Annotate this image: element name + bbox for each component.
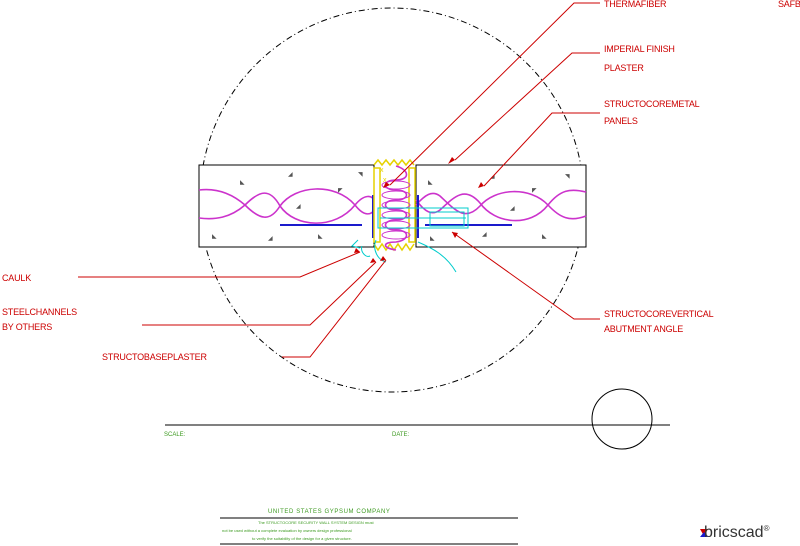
svg-text:x: x xyxy=(380,167,384,174)
svg-text:x: x xyxy=(383,177,387,184)
svg-text:◣: ◣ xyxy=(542,234,547,240)
logo-text: bricscad xyxy=(704,524,764,541)
note-line-2: not be used without a complete evaluatio… xyxy=(222,528,352,533)
label-safb: SAFB xyxy=(778,0,800,9)
svg-text:◥: ◥ xyxy=(358,172,363,178)
svg-text:◣: ◣ xyxy=(240,180,245,186)
label-imperial-finish: IMPERIAL FINISH xyxy=(604,44,675,54)
left-wall-panel: ◣ ◢ ◤ ◣ ◢ ◣ ◥ ◢ xyxy=(198,164,375,248)
label-thermafiber: THERMAFIBER xyxy=(604,0,667,9)
right-core-insulation xyxy=(415,189,587,222)
svg-text:◥: ◥ xyxy=(565,174,570,180)
leader-lines xyxy=(78,2,600,358)
label-structobase-plaster: STRUCTOBASEPLASTER xyxy=(102,352,207,362)
note-line-1: The STRUCTOCORE SECURITY WALL SYSTEM DES… xyxy=(258,520,374,525)
bricscad-logo-mark xyxy=(700,529,708,537)
label-structocore-vertical: STRUCTOCOREVERTICAL xyxy=(604,309,714,319)
label-by-others: BY OTHERS xyxy=(2,322,53,332)
date-label: DATE: xyxy=(392,432,410,438)
sheet-reference-circle xyxy=(591,388,653,450)
label-structocore-metal: STRUCTOCOREMETAL xyxy=(604,99,700,109)
svg-text:◢: ◢ xyxy=(296,204,301,210)
svg-text:◣: ◣ xyxy=(318,234,323,240)
company-name: UNITED STATES GYPSUM COMPANY xyxy=(268,509,391,515)
note-line-3: to verify the suitability of the design … xyxy=(252,536,352,541)
svg-text:◤: ◤ xyxy=(338,188,343,194)
svg-text:◢: ◢ xyxy=(482,232,487,238)
svg-text:◢: ◢ xyxy=(288,172,293,178)
svg-text:◢: ◢ xyxy=(268,236,273,242)
svg-text:◣: ◣ xyxy=(430,236,435,242)
abutment-angle xyxy=(351,207,469,273)
bricscad-logo: bricscad® xyxy=(704,524,769,542)
svg-text:◢: ◢ xyxy=(510,206,515,212)
caulk-joint xyxy=(373,158,416,252)
label-panels: PANELS xyxy=(604,116,638,126)
label-caulk: CAULK xyxy=(2,273,32,283)
right-wall-panel: ◣◢◤ ◣◢◣◥ ◢ xyxy=(415,164,587,248)
svg-text:◣: ◣ xyxy=(428,180,433,186)
logo-registered: ® xyxy=(763,524,770,533)
svg-text:◣: ◣ xyxy=(212,234,217,240)
scale-label: SCALE: xyxy=(164,432,186,438)
label-abutment-angle: ABUTMENT ANGLE xyxy=(604,324,684,334)
svg-text:◤: ◤ xyxy=(532,188,537,194)
label-steel-channels: STEELCHANNELS xyxy=(2,307,77,317)
left-core-insulation xyxy=(198,188,375,224)
label-plaster: PLASTER xyxy=(604,63,644,73)
